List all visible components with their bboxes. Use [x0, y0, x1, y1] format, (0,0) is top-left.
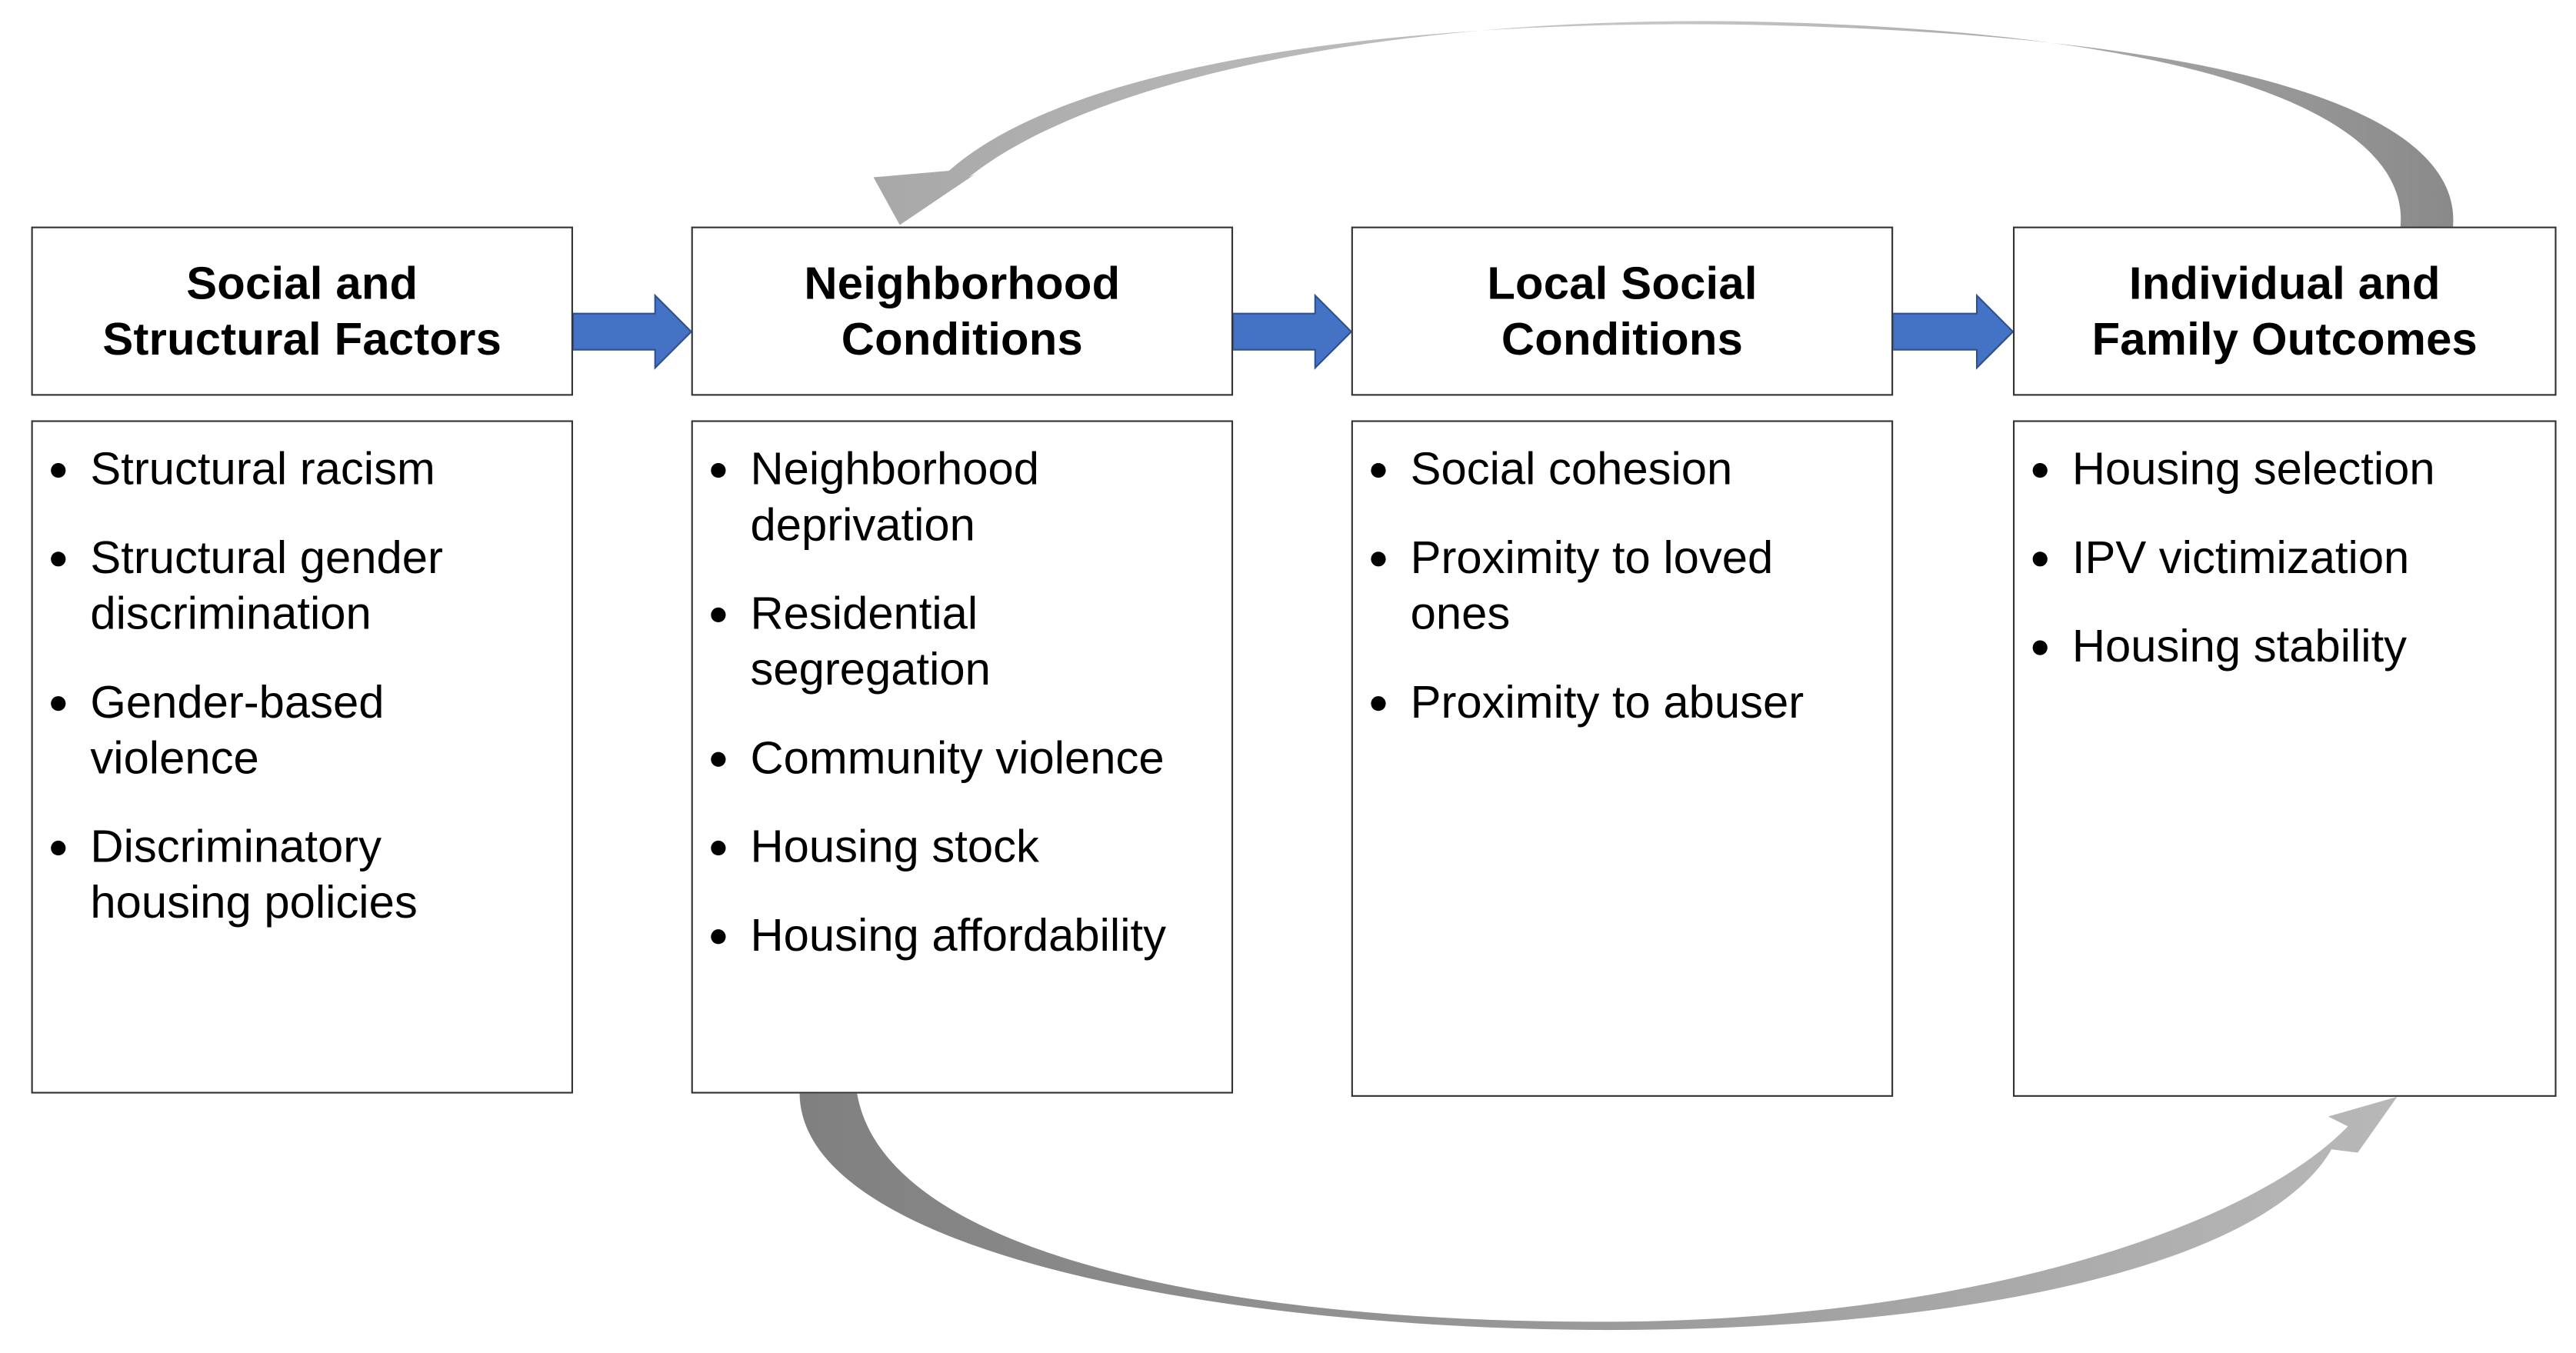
- bullet-icon: [711, 751, 726, 767]
- bullet-icon: [2032, 462, 2048, 478]
- stage-3-list: Social cohesion Proximity to loved ones …: [1351, 420, 1894, 1097]
- feedback-top-curved-arrow-icon: [873, 21, 2454, 227]
- feedback-bottom-curved-arrow-icon: [799, 1093, 2398, 1331]
- bullet-icon: [711, 840, 726, 856]
- bullet-icon: [51, 840, 66, 856]
- list-item: Discriminatory housing policies: [33, 819, 555, 931]
- stage-4-header: Individual and Family Outcomes: [2013, 226, 2557, 396]
- bullet-icon: [2032, 552, 2048, 567]
- stage-4-list: Housing selection IPV victimization Hous…: [2013, 420, 2557, 1097]
- bullet-icon: [1371, 552, 1386, 567]
- list-item: Proximity to loved ones: [1353, 530, 1875, 642]
- list-item: Gender-based violence: [33, 675, 555, 786]
- bullet-icon: [711, 607, 726, 623]
- list-item: Social cohesion: [1353, 442, 1875, 498]
- bullet-icon: [711, 462, 726, 478]
- bullet-icon: [51, 462, 66, 478]
- bullet-icon: [1371, 462, 1386, 478]
- stage-3-title: Local Social Conditions: [1487, 257, 1758, 364]
- bullet-icon: [51, 696, 66, 711]
- flow-arrow-1-right-arrow-icon: [572, 293, 693, 370]
- flow-arrow-2-right-arrow-icon: [1232, 293, 1353, 370]
- stage-2-title: Neighborhood Conditions: [804, 257, 1121, 364]
- bullet-icon: [51, 552, 66, 567]
- list-item: Housing stability: [2014, 619, 2538, 675]
- list-item: Structural gender discrimination: [33, 530, 555, 642]
- list-item: Housing affordability: [693, 908, 1215, 964]
- stage-2-header: Neighborhood Conditions: [691, 226, 1234, 396]
- stage-1-title: Social and Structural Factors: [102, 257, 502, 364]
- list-item: Proximity to abuser: [1353, 675, 1875, 731]
- bullet-icon: [711, 929, 726, 945]
- flow-arrow-3-right-arrow-icon: [1892, 293, 2014, 370]
- stage-3-header: Local Social Conditions: [1351, 226, 1894, 396]
- bullet-icon: [2032, 640, 2048, 655]
- stage-1-list: Structural racism Structural gender disc…: [31, 420, 573, 1094]
- list-item: Residential segregation: [693, 586, 1215, 698]
- stage-2-list: Neighborhood deprivation Residential seg…: [691, 420, 1234, 1094]
- stage-4-title: Individual and Family Outcomes: [2091, 257, 2478, 364]
- list-item: Housing stock: [693, 819, 1215, 875]
- list-item: IPV victimization: [2014, 530, 2538, 586]
- list-item: Community violence: [693, 731, 1215, 787]
- list-item: Neighborhood deprivation: [693, 442, 1215, 553]
- list-item: Housing selection: [2014, 442, 2538, 498]
- bullet-icon: [1371, 696, 1386, 711]
- list-item: Structural racism: [33, 442, 555, 498]
- stage-1-header: Social and Structural Factors: [31, 226, 573, 396]
